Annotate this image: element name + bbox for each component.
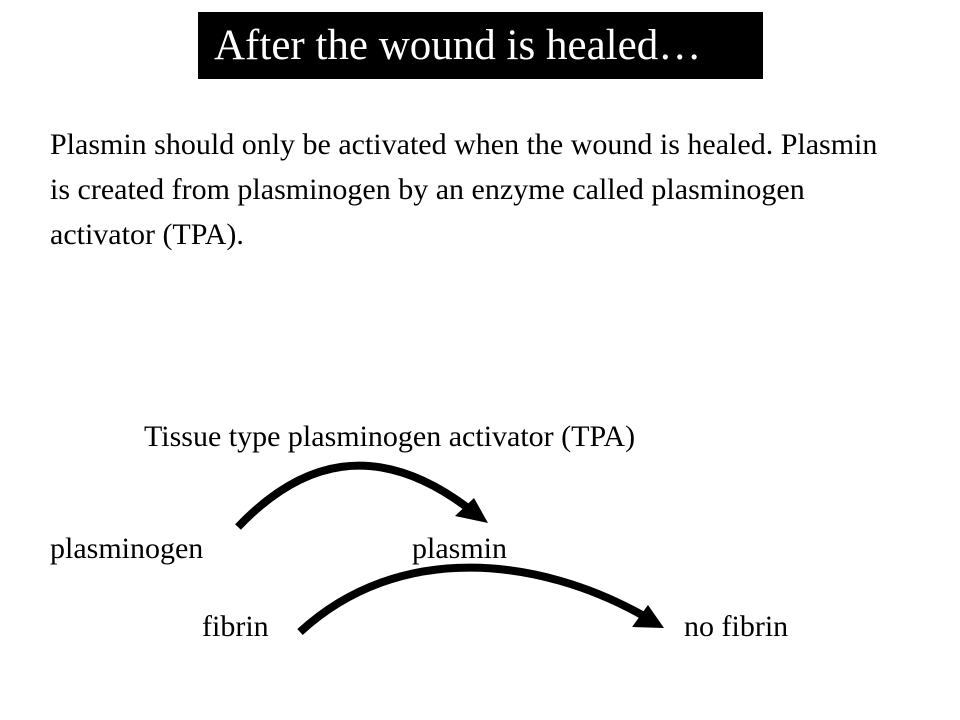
activation-arrow-curve bbox=[235, 461, 471, 530]
plasmin-label: plasmin bbox=[412, 532, 507, 565]
title-banner: After the wound is healed… bbox=[198, 12, 763, 79]
plasminogen-label: plasminogen bbox=[50, 532, 204, 565]
page-title: After the wound is healed… bbox=[214, 22, 702, 69]
fibrinolysis-arrow-curve bbox=[297, 563, 644, 635]
fibrinolysis-arrowhead bbox=[632, 605, 664, 628]
fibrinolysis-arrow bbox=[297, 563, 664, 635]
fibrin-label: fibrin bbox=[202, 610, 269, 643]
no-fibrin-label: no fibrin bbox=[684, 610, 789, 643]
enzyme-label: Tissue type plasminogen activator (TPA) bbox=[144, 420, 636, 453]
explanation-paragraph: Plasmin should only be activated when th… bbox=[50, 128, 878, 251]
activation-arrowhead bbox=[455, 498, 488, 523]
activation-arrow bbox=[235, 461, 488, 530]
